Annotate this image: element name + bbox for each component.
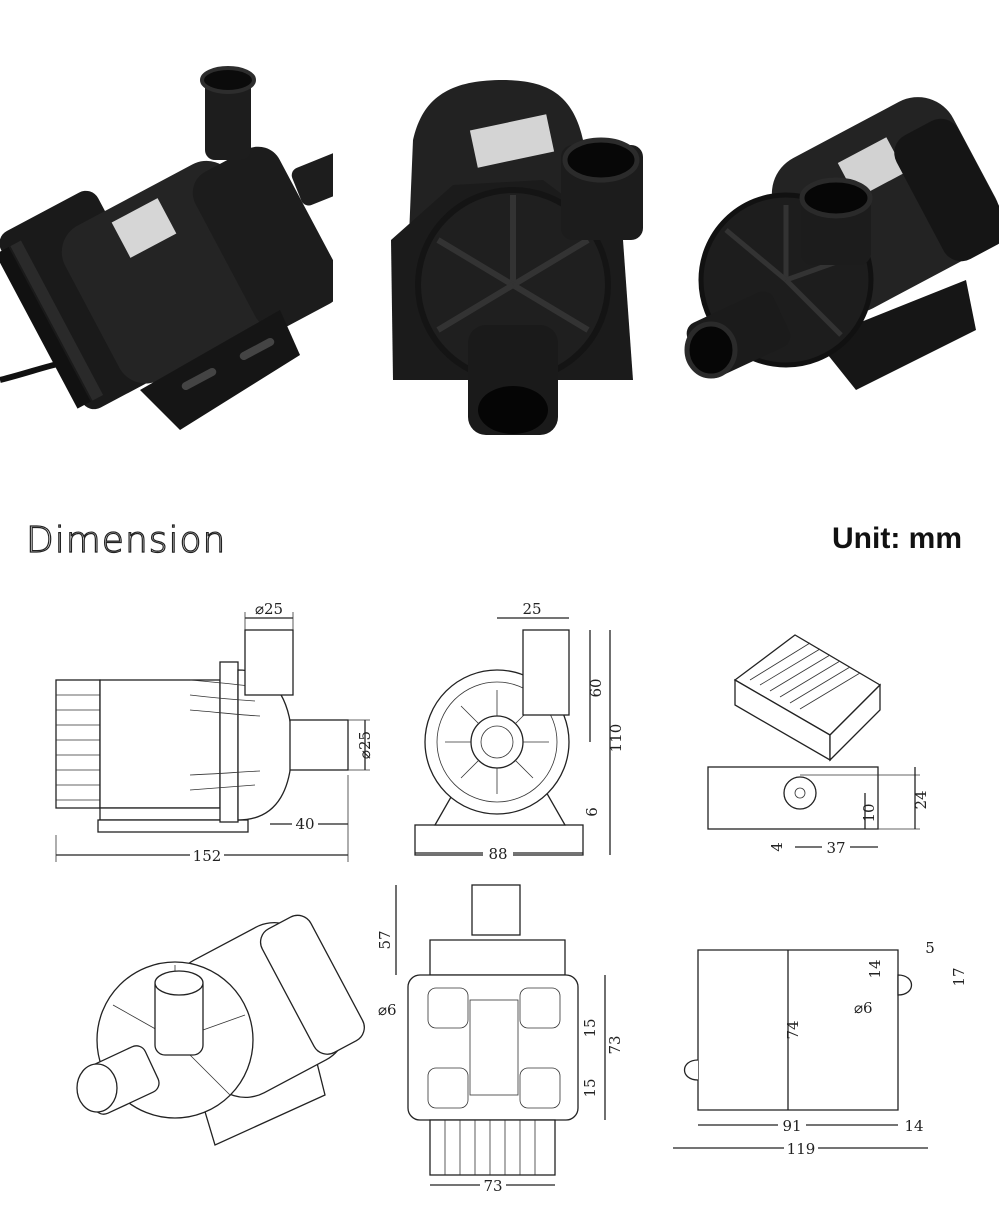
drawing-controller: 24 10 4 37 bbox=[700, 625, 950, 865]
unit-label: Unit: mm bbox=[832, 522, 962, 555]
dim-base-width: 88 bbox=[488, 845, 507, 863]
dim-total-height: 110 bbox=[607, 724, 625, 753]
dim-plate-slot-depth: 17 bbox=[950, 967, 968, 986]
dim-rear-height: 73 bbox=[606, 1035, 624, 1054]
dim-rear-slot-top: 15 bbox=[581, 1018, 599, 1037]
dim-plate-total-width: 119 bbox=[787, 1140, 816, 1158]
pump-photo-front bbox=[333, 0, 666, 480]
dim-controller-width: 37 bbox=[826, 839, 845, 857]
dim-rear-top: 57 bbox=[376, 930, 394, 949]
drawing-rear-view: 57 ⌀6 73 15 15 73 bbox=[370, 880, 650, 1200]
dim-outlet-dia: ⌀25 bbox=[356, 731, 374, 759]
dim-rear-width: 73 bbox=[483, 1177, 502, 1195]
drawing-base-plate: 74 91 119 14 5 14 17 ⌀6 bbox=[668, 935, 978, 1165]
dim-controller-height: 24 bbox=[912, 790, 930, 809]
pump-photo-angle bbox=[666, 0, 1000, 480]
pump-photo-side bbox=[0, 0, 353, 480]
dim-plate-height: 74 bbox=[784, 1020, 802, 1039]
dim-controller-hole: 10 bbox=[860, 803, 878, 822]
dim-controller-edge: 4 bbox=[768, 842, 786, 852]
dim-rear-slot-bottom: 15 bbox=[581, 1078, 599, 1097]
dim-inlet-dia: ⌀25 bbox=[255, 600, 283, 618]
dim-plate-inner-width: 91 bbox=[782, 1117, 801, 1135]
dim-base-height: 6 bbox=[583, 807, 601, 817]
dimension-title: Dimension bbox=[25, 519, 227, 561]
drawing-isometric-view bbox=[65, 905, 365, 1155]
drawing-front-view: 25 60 110 6 88 bbox=[405, 600, 630, 870]
dim-plate-foot: 14 bbox=[904, 1117, 923, 1135]
dim-rear-hole: ⌀6 bbox=[378, 1001, 397, 1019]
drawing-side-view: 152 ⌀25 ⌀25 40 bbox=[40, 600, 380, 870]
dim-outlet-length: 40 bbox=[295, 815, 314, 833]
dim-plate-slot-offset: 14 bbox=[866, 959, 884, 978]
dim-plate-hole: ⌀6 bbox=[854, 999, 873, 1017]
dim-total-length: 152 bbox=[193, 847, 222, 865]
dim-inlet-offset: 25 bbox=[522, 600, 541, 618]
dim-top-height: 60 bbox=[587, 678, 605, 697]
dim-plate-slot-width: 5 bbox=[925, 939, 935, 957]
